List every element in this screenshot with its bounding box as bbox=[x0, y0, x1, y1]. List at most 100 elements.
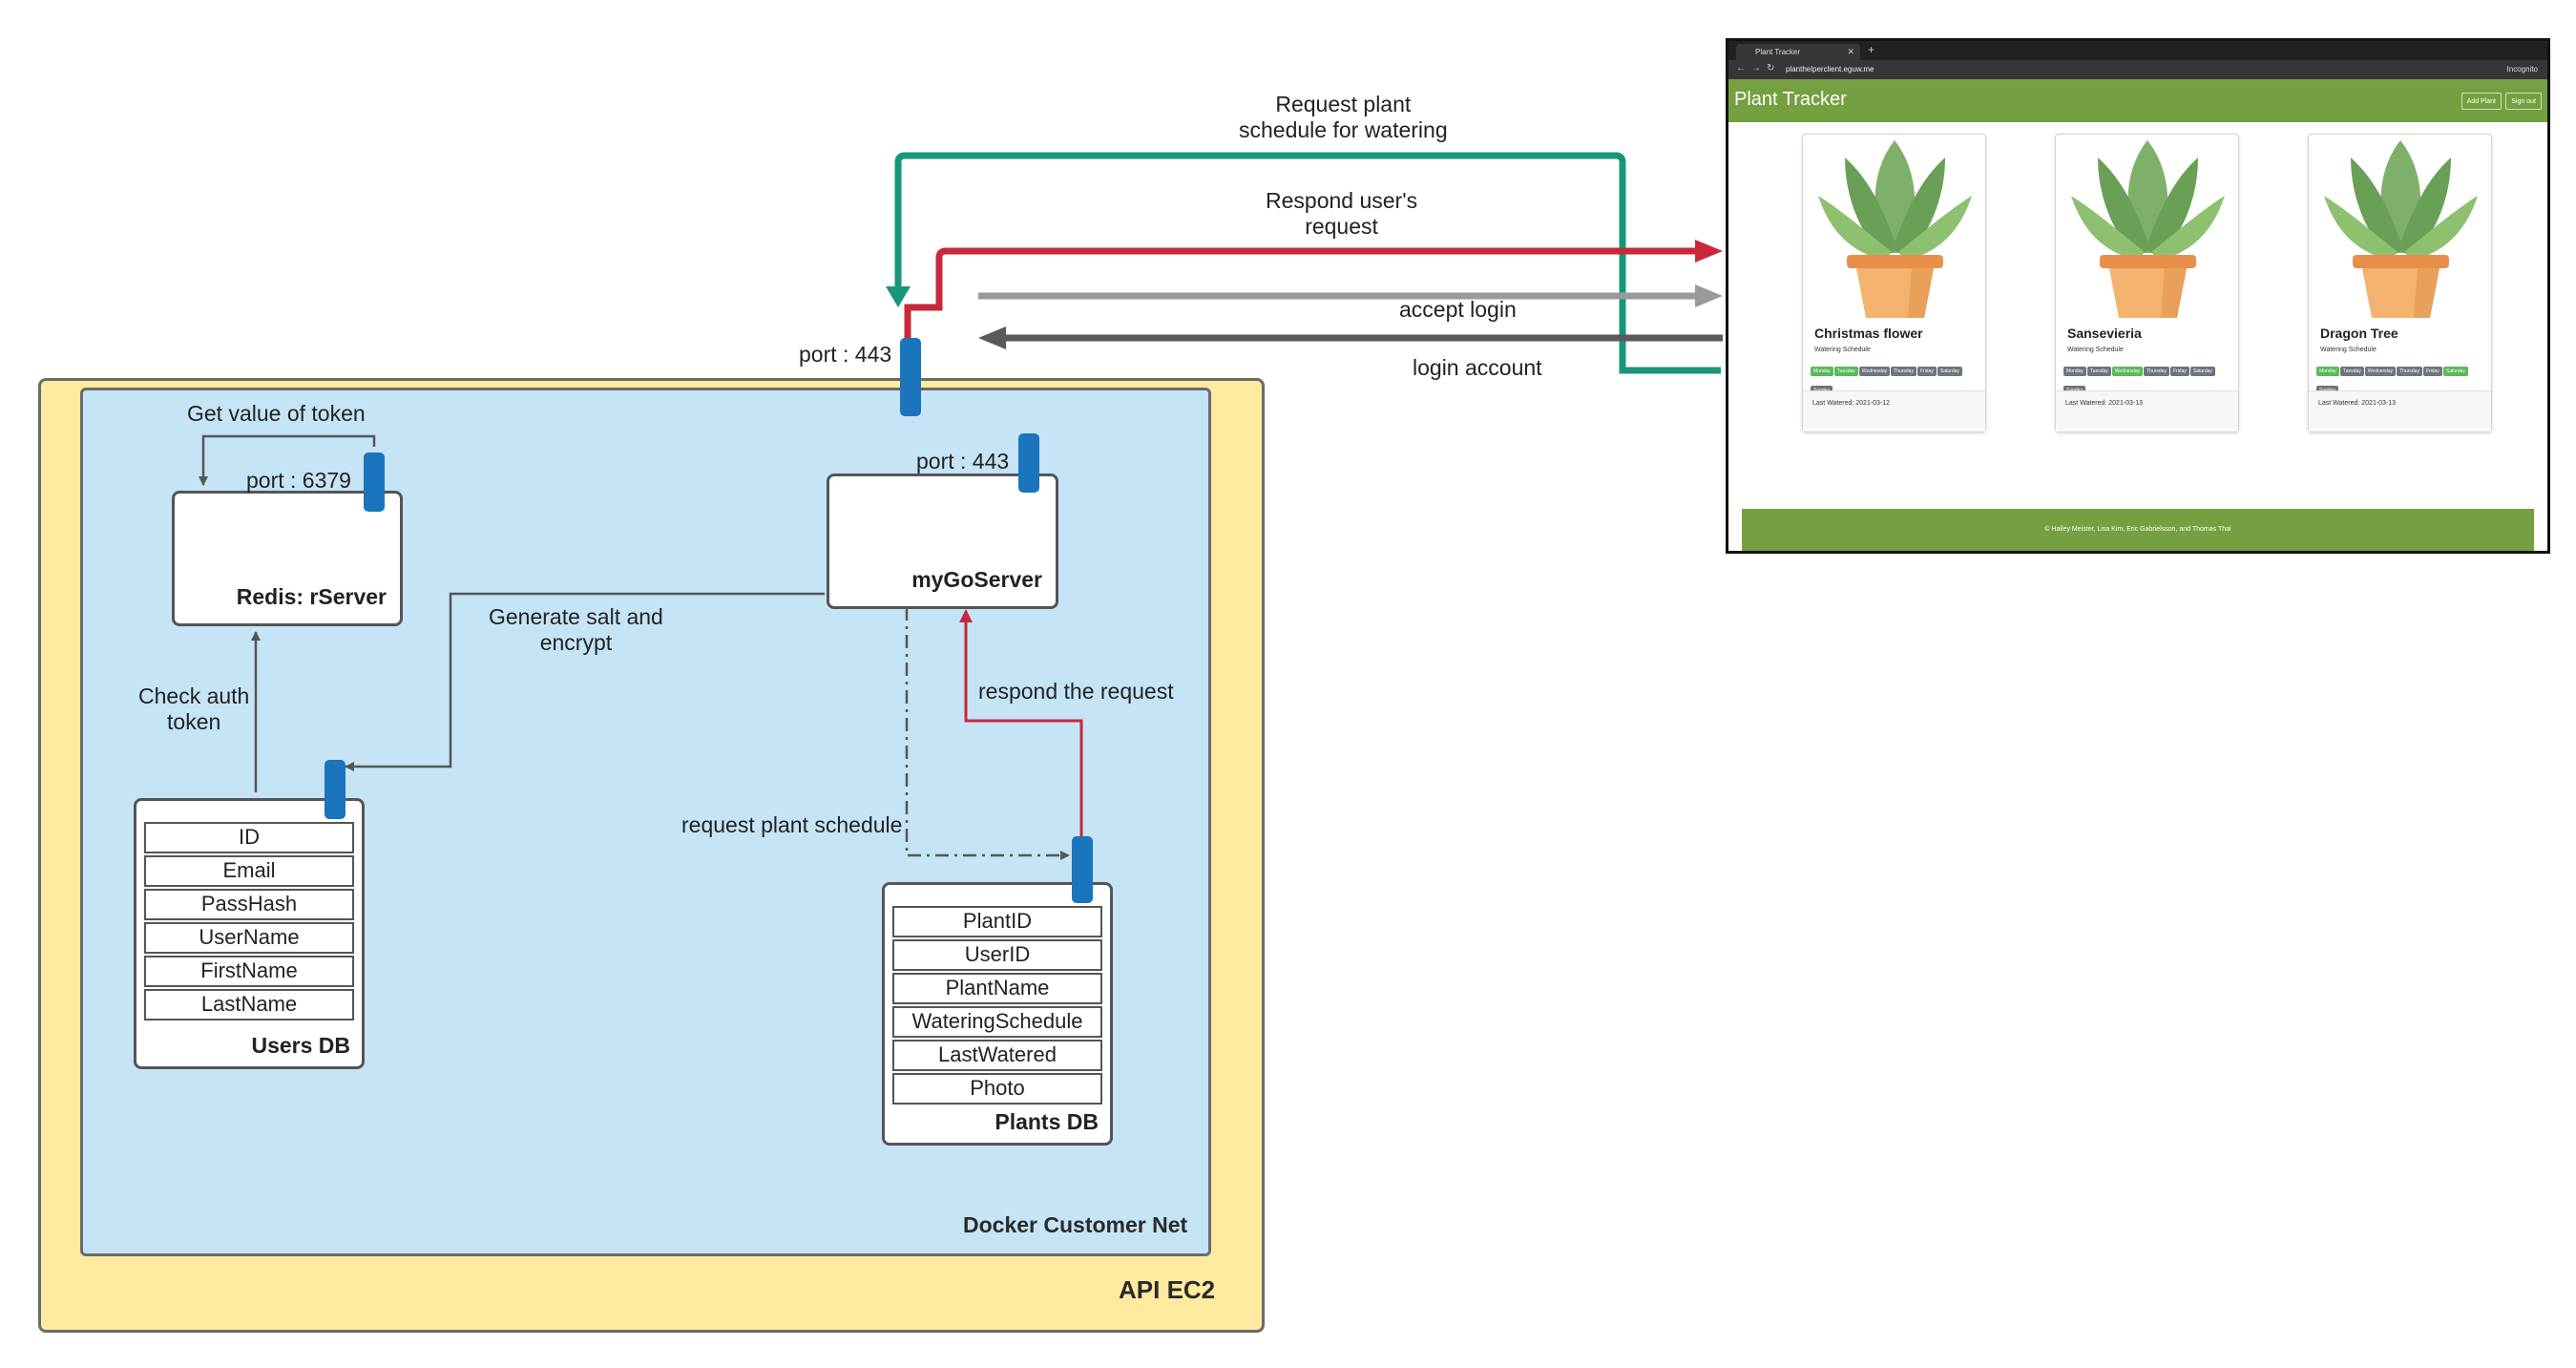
get-token-label: Get value of token bbox=[187, 401, 366, 426]
docker-net-label: Docker Customer Net bbox=[963, 1212, 1188, 1237]
browser-window: Plant Tracker ✕ + ←→↻ planthelperclient.… bbox=[1726, 38, 2550, 554]
generate-salt-edge bbox=[345, 592, 825, 771]
last-watered: Last Watered: 2021-03-12 bbox=[1812, 400, 1891, 407]
respond-user-label: Respond user's request bbox=[1266, 188, 1418, 239]
day-tag[interactable]: Friday bbox=[2422, 367, 2442, 376]
check-auth-label: Check auth token bbox=[138, 684, 250, 734]
card-footer: Last Watered: 2021-03-12 bbox=[1803, 390, 1985, 431]
respond-request-label: respond the request bbox=[978, 679, 1174, 704]
plant-name: Sansevieria bbox=[2067, 326, 2142, 341]
users-db-port bbox=[325, 760, 346, 819]
teal-arrowhead bbox=[886, 286, 911, 307]
plants-db: PlantID UserID PlantName WateringSchedul… bbox=[882, 882, 1113, 1146]
new-tab-icon[interactable]: + bbox=[1868, 43, 1875, 56]
day-tag[interactable]: Friday bbox=[1916, 367, 1937, 376]
plants-db-name: Plants DB bbox=[995, 1109, 1099, 1134]
api-ec2-label: API EC2 bbox=[1119, 1275, 1216, 1304]
plants-db-field: PlantID bbox=[892, 906, 1102, 937]
users-db-field: FirstName bbox=[144, 956, 354, 987]
browser-tab[interactable]: Plant Tracker ✕ bbox=[1736, 44, 1860, 60]
redis-port bbox=[364, 452, 385, 512]
day-tag[interactable]: Wednesday bbox=[2364, 367, 2397, 376]
accept-login-label: accept login bbox=[1399, 297, 1517, 322]
schedule-caption: Watering Schedule bbox=[2067, 347, 2124, 353]
login-account-arrowhead bbox=[978, 326, 1006, 349]
url-field[interactable]: planthelperclient.eguw.me bbox=[1786, 65, 1874, 74]
users-db: ID Email PassHash UserName FirstName Las… bbox=[134, 798, 365, 1069]
day-tag[interactable]: Thursday bbox=[1891, 367, 1916, 376]
card-footer: Last Watered: 2021-03-13 bbox=[2309, 390, 2491, 431]
plants-db-field: UserID bbox=[892, 939, 1102, 971]
users-db-field: LastName bbox=[144, 989, 354, 1021]
users-db-field: Email bbox=[144, 855, 354, 887]
plant-name: Dragon Tree bbox=[2320, 326, 2398, 341]
day-tag[interactable]: Friday bbox=[2169, 367, 2189, 376]
users-db-field: UserName bbox=[144, 922, 354, 954]
red-arrowhead bbox=[1695, 240, 1723, 263]
day-tag[interactable]: Monday bbox=[2063, 367, 2086, 376]
schedule-caption: Watering Schedule bbox=[1814, 347, 1871, 353]
plants-db-field: PlantName bbox=[892, 973, 1102, 1004]
request-schedule-label: request plant schedule bbox=[681, 812, 903, 837]
respond-request-edge bbox=[959, 609, 1083, 840]
day-tag[interactable]: Tuesday bbox=[2339, 367, 2364, 376]
users-db-name: Users DB bbox=[251, 1033, 350, 1058]
plants-db-field: WateringSchedule bbox=[892, 1006, 1102, 1038]
plant-pot-icon bbox=[1818, 140, 1972, 318]
plant-name: Christmas flower bbox=[1814, 326, 1923, 341]
day-tag[interactable]: Thursday bbox=[2144, 367, 2169, 376]
users-db-field: ID bbox=[144, 822, 354, 853]
day-tag[interactable]: Saturday bbox=[2189, 367, 2215, 376]
day-tag[interactable]: Tuesday bbox=[2086, 367, 2111, 376]
request-schedule-edge bbox=[905, 607, 1070, 860]
users-db-field: PassHash bbox=[144, 889, 354, 920]
plant-pot-icon bbox=[2071, 140, 2225, 318]
go-server-node: myGoServer bbox=[827, 474, 1058, 609]
day-tag[interactable]: Monday bbox=[1811, 367, 1833, 376]
plant-card[interactable]: Christmas flower Watering Schedule Monda… bbox=[1802, 134, 1986, 432]
login-account-label: login account bbox=[1413, 355, 1542, 380]
day-tag[interactable]: Tuesday bbox=[1833, 367, 1858, 376]
sign-out-button[interactable]: Sign out bbox=[2505, 93, 2542, 110]
external-port bbox=[900, 338, 921, 416]
day-tag[interactable]: Saturday bbox=[2442, 367, 2468, 376]
external-port-label: port : 443 bbox=[799, 342, 892, 367]
footer-credits: © Hailey Meister, Lisa Kim, Eric Gabriel… bbox=[2044, 526, 2231, 533]
request-watering-label: Request plant schedule for watering bbox=[1239, 92, 1448, 142]
app-navbar: Plant Tracker Add Plant Sign out bbox=[1728, 79, 2547, 122]
address-bar: ←→↻ planthelperclient.eguw.me Incognito bbox=[1728, 60, 2547, 79]
app-brand[interactable]: Plant Tracker bbox=[1734, 89, 1847, 110]
plants-db-field: Photo bbox=[892, 1073, 1102, 1105]
plant-pot-icon bbox=[2324, 140, 2478, 318]
add-plant-button[interactable]: Add Plant bbox=[2461, 93, 2502, 110]
plants-db-field: LastWatered bbox=[892, 1040, 1102, 1071]
redis-label: Redis: rServer bbox=[236, 584, 387, 609]
day-tag[interactable]: Wednesday bbox=[1858, 367, 1891, 376]
day-tag[interactable]: Wednesday bbox=[2111, 367, 2144, 376]
last-watered: Last Watered: 2021-03-13 bbox=[2065, 400, 2144, 407]
last-watered: Last Watered: 2021-03-13 bbox=[2318, 400, 2397, 407]
browser-tab-title: Plant Tracker bbox=[1755, 48, 1801, 56]
go-server-label: myGoServer bbox=[911, 567, 1042, 592]
red-response-edge bbox=[904, 247, 1699, 344]
day-tag[interactable]: Saturday bbox=[1937, 367, 1962, 376]
redis-port-label: port : 6379 bbox=[246, 468, 351, 493]
nav-arrows-icon[interactable]: ←→↻ bbox=[1736, 63, 1781, 74]
card-footer: Last Watered: 2021-03-13 bbox=[2056, 390, 2238, 431]
go-port-label: port : 443 bbox=[916, 449, 1010, 474]
accept-login-arrowhead bbox=[1695, 284, 1723, 307]
incognito-indicator[interactable]: Incognito bbox=[2506, 65, 2538, 74]
day-tag[interactable]: Thursday bbox=[2397, 367, 2422, 376]
plants-db-port bbox=[1072, 836, 1093, 903]
close-tab-icon[interactable]: ✕ bbox=[1847, 47, 1854, 56]
get-token-edge bbox=[199, 434, 376, 486]
app-footer: © Hailey Meister, Lisa Kim, Eric Gabriel… bbox=[1742, 509, 2534, 551]
day-tag[interactable]: Monday bbox=[2316, 367, 2339, 376]
schedule-caption: Watering Schedule bbox=[2320, 347, 2377, 353]
teal-request-edge bbox=[894, 152, 1721, 374]
browser-tab-strip: Plant Tracker ✕ + bbox=[1728, 41, 2547, 60]
